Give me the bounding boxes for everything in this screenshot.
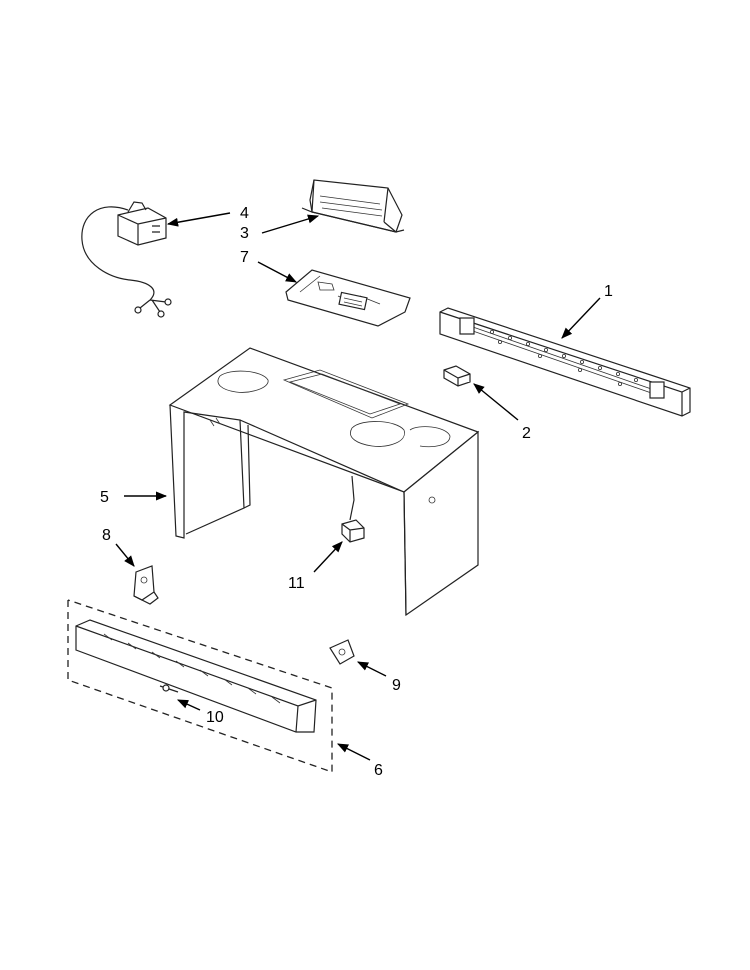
callout-6: 6: [374, 762, 383, 779]
control-bracket-part: [285, 269, 411, 327]
callout-1: 1: [604, 283, 613, 300]
callout-4: 4: [240, 205, 249, 222]
bracket-right-part: [329, 639, 355, 665]
callout-9: 9: [392, 677, 401, 694]
mounting-plate-part: [439, 307, 691, 417]
callout-10: 10: [206, 709, 224, 726]
callout-7: 7: [240, 249, 249, 266]
callout-11: 11: [288, 575, 305, 592]
callout-2: 2: [522, 425, 531, 442]
power-cord-part: [81, 201, 172, 318]
thermal-cutout-part: [341, 475, 365, 543]
callout-3: 3: [240, 225, 249, 242]
top-vent-part: [301, 179, 405, 233]
callout-8: 8: [102, 527, 111, 544]
grille-assembly-part: [67, 599, 333, 773]
cabinet-part: [168, 347, 480, 617]
leader-lines: [115, 212, 601, 761]
callout-5: 5: [100, 489, 109, 506]
screw-part: [159, 684, 179, 693]
small-bracket-part: [443, 365, 471, 387]
bracket-left-part: [133, 565, 159, 605]
